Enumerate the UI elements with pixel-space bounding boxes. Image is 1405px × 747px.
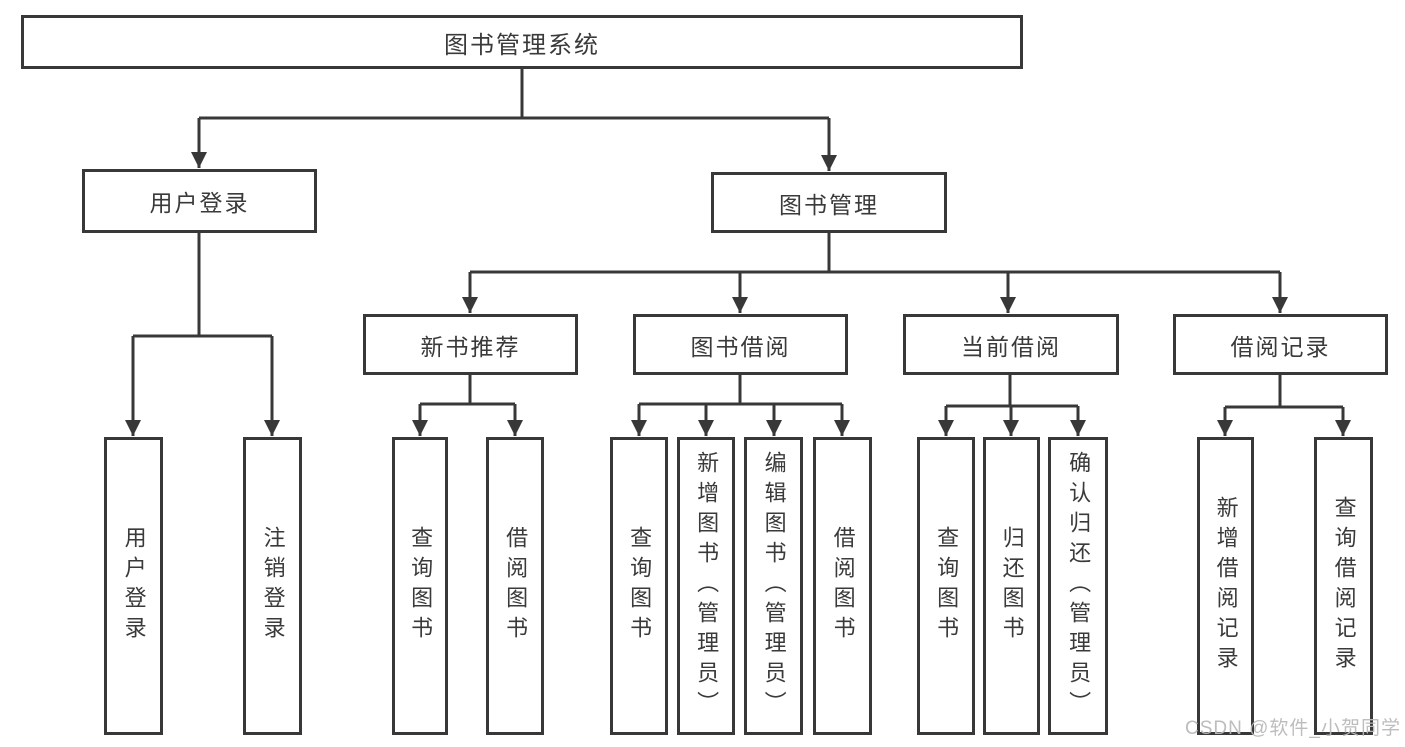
node-label: 图书管理系统 — [444, 31, 600, 59]
node-user-login: 用户登录 — [82, 169, 317, 233]
node-label: 图书管理 — [779, 191, 879, 218]
leaf-add-borrow-record: 新增借阅记录 — [1197, 437, 1254, 735]
node-current-borrow: 当前借阅 — [903, 314, 1119, 375]
leaf-borrow-book-recommend: 借阅图书 — [486, 437, 544, 735]
leaf-user-login: 用户登录 — [104, 437, 163, 735]
node-book-management: 图书管理 — [711, 172, 947, 233]
node-label: 注销登录 — [260, 526, 286, 646]
leaf-borrow-book: 借阅图书 — [813, 437, 872, 735]
node-label: 查询图书 — [408, 526, 434, 646]
node-label: 图书借阅 — [690, 333, 791, 360]
leaf-edit-book-admin: 编辑图书（管理员） — [744, 437, 803, 735]
node-label: 查询图书 — [934, 526, 960, 646]
leaf-query-book-current: 查询图书 — [917, 437, 975, 735]
node-book-borrow: 图书借阅 — [633, 314, 848, 375]
node-label: 新书推荐 — [420, 333, 521, 360]
leaf-add-book-admin: 新增图书（管理员） — [677, 437, 735, 735]
node-label: 查询借阅记录 — [1331, 496, 1357, 676]
node-label: 借阅图书 — [503, 526, 529, 646]
node-label: 新增图书（管理员） — [694, 451, 720, 721]
node-label: 编辑图书（管理员） — [761, 451, 787, 721]
node-label: 确认归还（管理员） — [1066, 451, 1092, 721]
leaf-query-book-recommend: 查询图书 — [392, 437, 448, 735]
leaf-confirm-return-admin: 确认归还（管理员） — [1048, 437, 1108, 735]
node-label: 用户登录 — [149, 190, 250, 216]
node-new-book-recommend: 新书推荐 — [363, 314, 578, 375]
leaf-query-borrow-record: 查询借阅记录 — [1314, 437, 1373, 735]
node-label: 查询图书 — [627, 526, 653, 646]
node-label: 用户登录 — [121, 526, 147, 646]
leaf-logout: 注销登录 — [243, 437, 302, 735]
leaf-return-book: 归还图书 — [983, 437, 1040, 735]
node-borrow-record: 借阅记录 — [1173, 314, 1388, 375]
node-label: 借阅图书 — [830, 526, 856, 646]
node-label: 借阅记录 — [1230, 333, 1331, 360]
node-label: 新增借阅记录 — [1213, 496, 1239, 676]
node-library-system: 图书管理系统 — [21, 15, 1023, 69]
node-label: 当前借阅 — [961, 333, 1061, 360]
csdn-watermark: CSDN @软件_小贺同学 — [1185, 718, 1401, 739]
node-label: 归还图书 — [999, 526, 1025, 646]
leaf-query-book-borrow: 查询图书 — [610, 437, 668, 735]
